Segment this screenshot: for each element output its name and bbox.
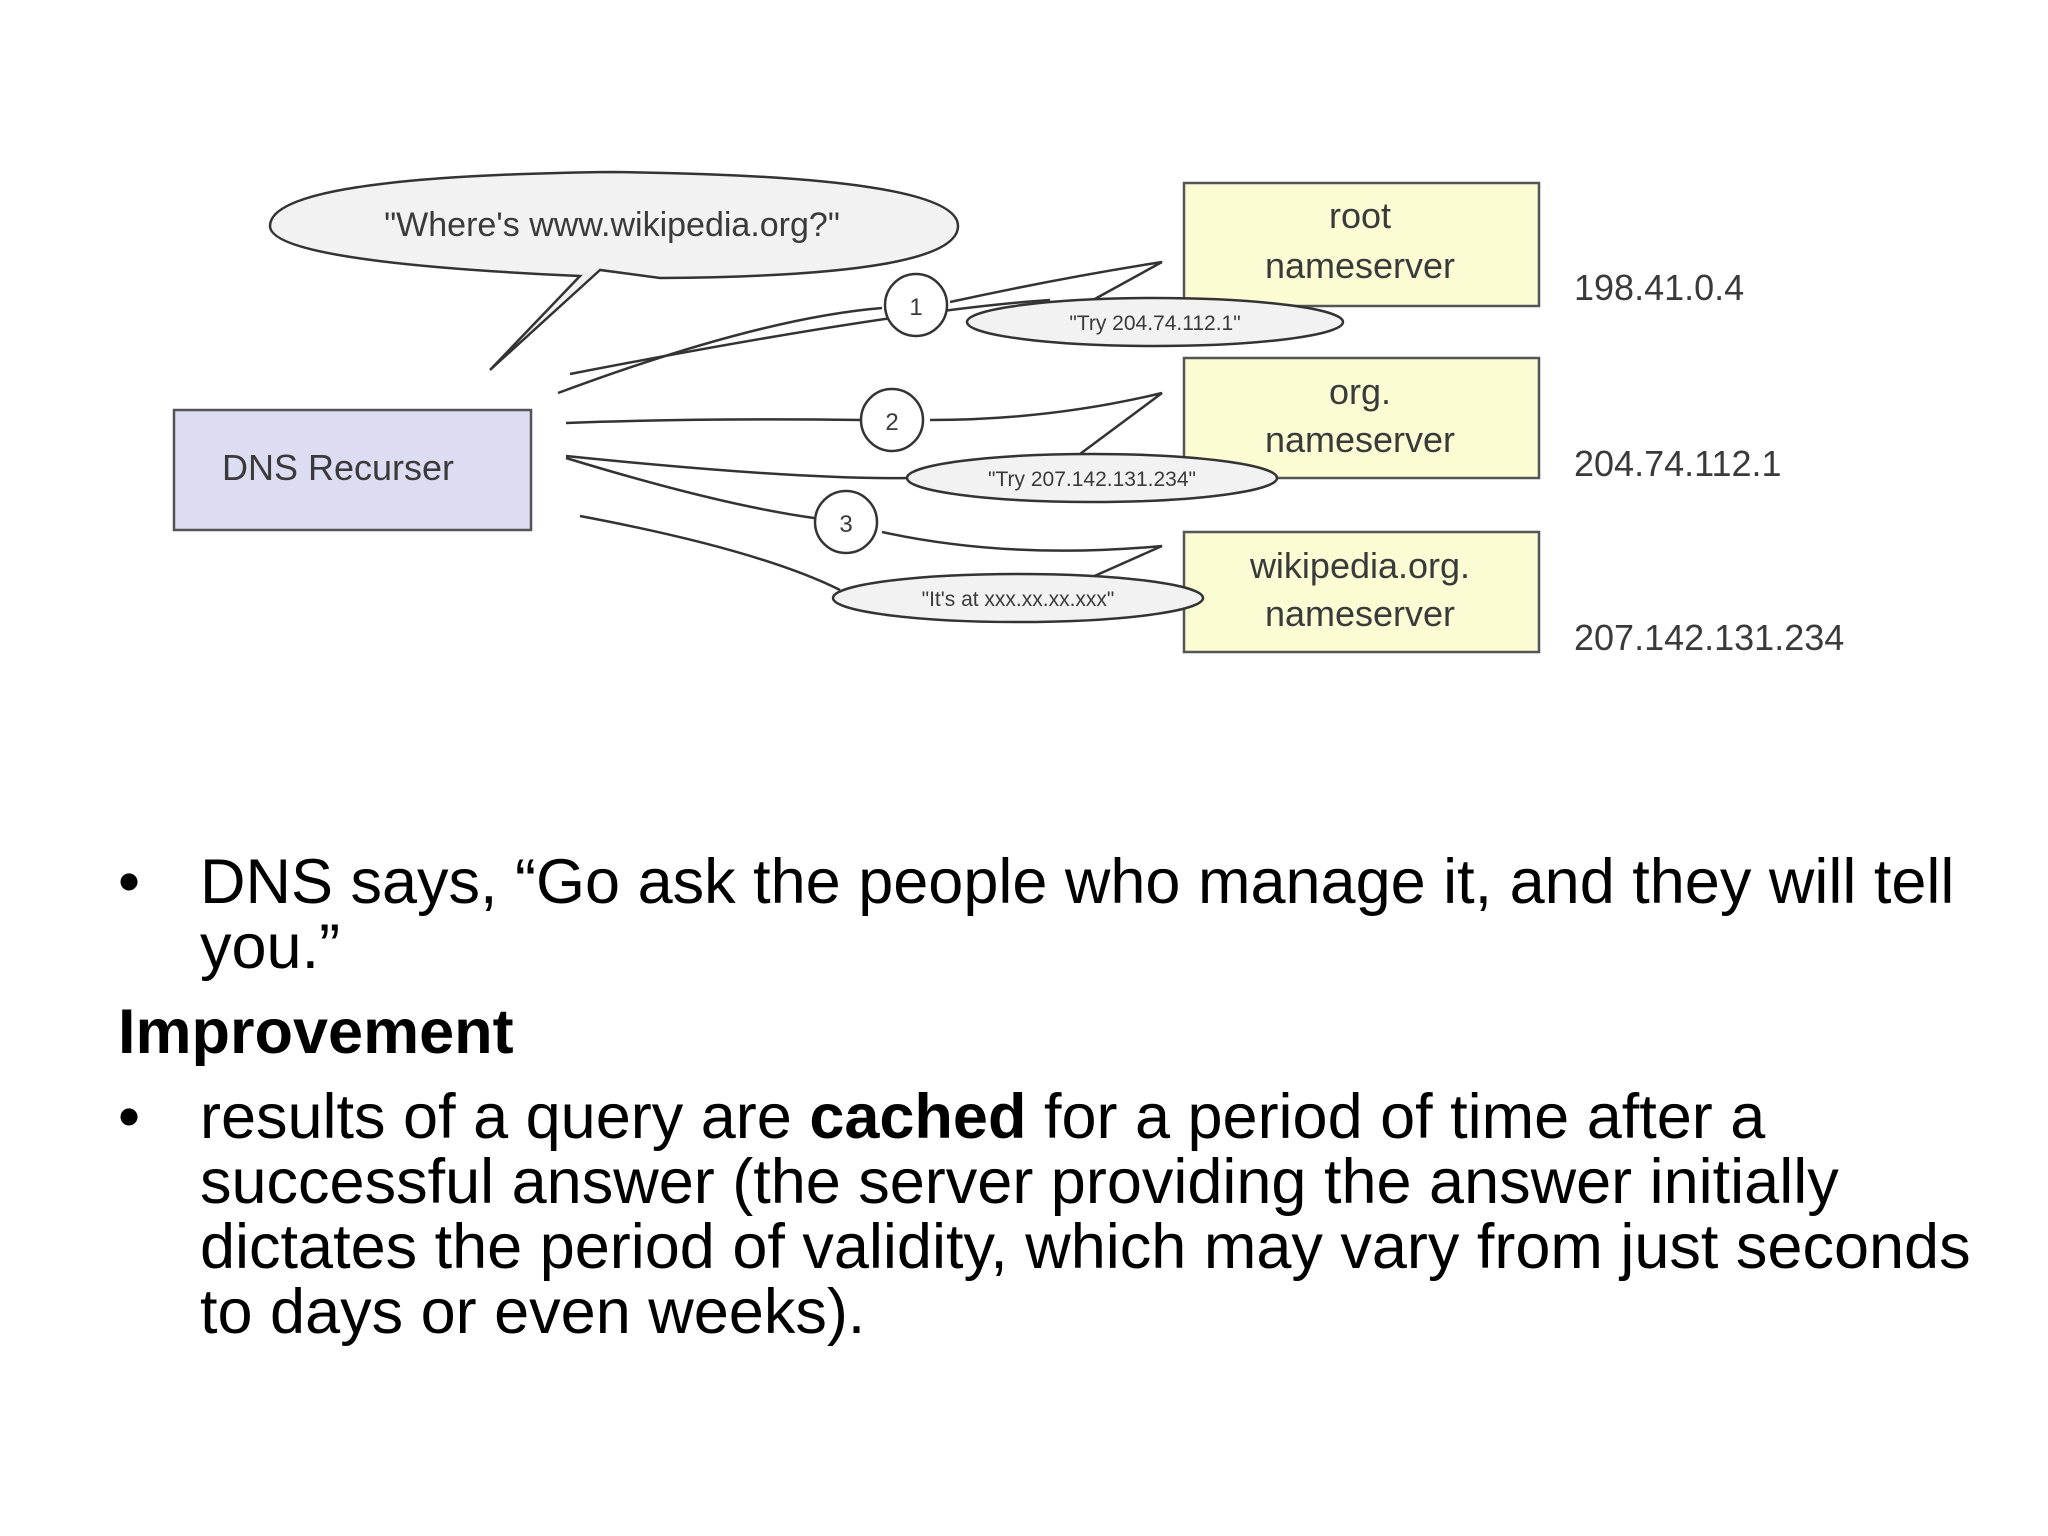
step-1-marker: 1	[883, 272, 949, 338]
svg-text:1: 1	[909, 294, 922, 321]
wikipedia-nameserver-line2: nameserver	[1265, 593, 1455, 634]
dns-recurser-box: DNS Recurser	[172, 408, 533, 532]
org-nameserver-ip: 204.74.112.1	[1574, 443, 1782, 484]
bullet-2-text-end: for a period of time after a successful …	[200, 1082, 1971, 1347]
cached-keyword: cached	[809, 1082, 1027, 1152]
wikipedia-nameserver-box: wikipedia.org. nameserver	[1182, 530, 1541, 654]
root-nameserver-box: root nameserver	[1182, 181, 1541, 308]
slide-text: • DNS says, “Go ask the people who manag…	[118, 850, 1998, 1345]
step-2-marker: 2	[859, 387, 925, 453]
dns-recurser-label: DNS Recurser	[222, 447, 454, 488]
dns-resolution-diagram: "Where's www.wikipedia.org?" DNS Recurse…	[172, 170, 1844, 658]
response-3-bubble: "It's at xxx.xx.xx.xxx"	[831, 572, 1205, 624]
bullet-item-1: • DNS says, “Go ask the people who manag…	[118, 850, 1998, 980]
step-2-arrows	[565, 391, 1163, 480]
bullet-2-text: results of a query are cached for a peri…	[200, 1085, 1998, 1345]
bullet-item-2: • results of a query are cached for a pe…	[118, 1085, 1998, 1345]
svg-text:"Try 204.74.112.1": "Try 204.74.112.1"	[1069, 312, 1240, 335]
wikipedia-nameserver-ip: 207.142.131.234	[1574, 617, 1844, 658]
org-nameserver-line1: org.	[1329, 371, 1391, 412]
bullet-marker: •	[118, 1082, 141, 1152]
root-nameserver-ip: 198.41.0.4	[1574, 267, 1744, 308]
bullet-1-text: DNS says, “Go ask the people who manage …	[200, 847, 1955, 982]
response-2-bubble: "Try 207.142.131.234"	[905, 452, 1279, 504]
improvement-heading: Improvement	[118, 997, 514, 1067]
svg-text:2: 2	[885, 409, 898, 436]
step-3-marker: 3	[813, 489, 879, 555]
root-nameserver-line1: root	[1329, 195, 1391, 236]
response-1-bubble: "Try 204.74.112.1"	[965, 296, 1345, 348]
question-text: "Where's www.wikipedia.org?"	[384, 206, 840, 244]
svg-text:"Try 207.142.131.234": "Try 207.142.131.234"	[988, 468, 1196, 491]
svg-text:3: 3	[839, 511, 852, 538]
svg-text:"It's at xxx.xx.xx.xxx": "It's at xxx.xx.xx.xxx"	[922, 588, 1115, 611]
step-1-arrows	[557, 260, 1163, 395]
org-nameserver-line2: nameserver	[1265, 419, 1455, 460]
org-nameserver-box: org. nameserver	[1182, 356, 1541, 480]
bullet-2-text-start: results of a query are	[200, 1082, 810, 1152]
question-bubble: "Where's www.wikipedia.org?"	[268, 170, 960, 371]
bullet-marker: •	[118, 847, 141, 917]
step-3-arrows	[565, 456, 1163, 592]
wikipedia-nameserver-line1: wikipedia.org.	[1249, 545, 1470, 586]
root-nameserver-line2: nameserver	[1265, 245, 1455, 286]
